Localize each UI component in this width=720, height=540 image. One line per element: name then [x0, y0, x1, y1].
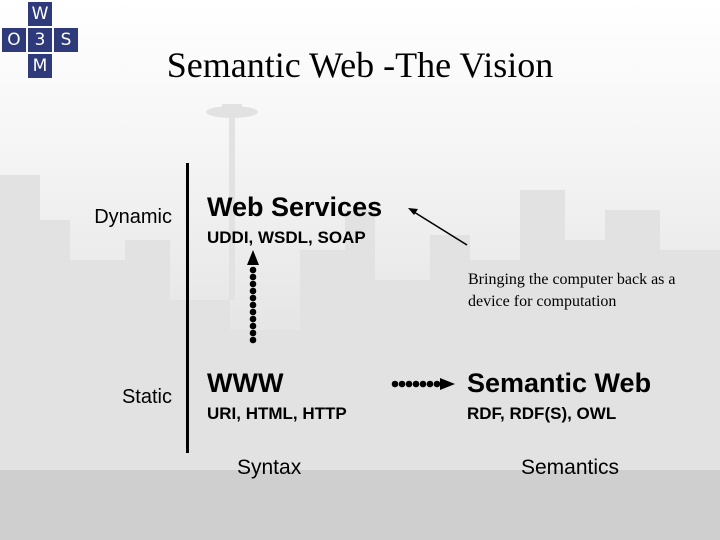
dotted-arrow-right — [391, 378, 455, 390]
www-title: WWW — [207, 368, 284, 398]
annotation-text: Bringing the computer back as a device f… — [468, 271, 676, 310]
logo-letter-bottom: M — [28, 54, 52, 78]
callout-arrow — [408, 208, 468, 246]
y-axis-label-dynamic: Dynamic — [94, 206, 172, 228]
y-axis-label-static: Static — [121, 386, 172, 408]
w3c-logo: W O 3 S M — [0, 0, 84, 84]
semantic-web-subtitle: RDF, RDF(S), OWL — [467, 404, 617, 423]
x-axis-label-semantics: Semantics — [521, 456, 620, 479]
x-axis-label-syntax: Syntax — [237, 456, 302, 479]
web-services-title: Web Services — [207, 192, 383, 222]
dotted-arrow-up — [247, 250, 259, 344]
logo-letter-center: 3 — [28, 28, 52, 52]
vertical-axis-line — [186, 163, 189, 453]
logo-letter-left: O — [2, 28, 26, 52]
slide-title: Semantic Web -The Vision — [166, 45, 554, 85]
logo-letter-top: W — [28, 2, 52, 26]
www-subtitle: URI, HTML, HTTP — [207, 404, 347, 423]
semantic-web-title: Semantic Web — [467, 368, 652, 398]
logo-letter-right: S — [54, 28, 78, 52]
web-services-subtitle: UDDI, WSDL, SOAP — [207, 228, 366, 247]
